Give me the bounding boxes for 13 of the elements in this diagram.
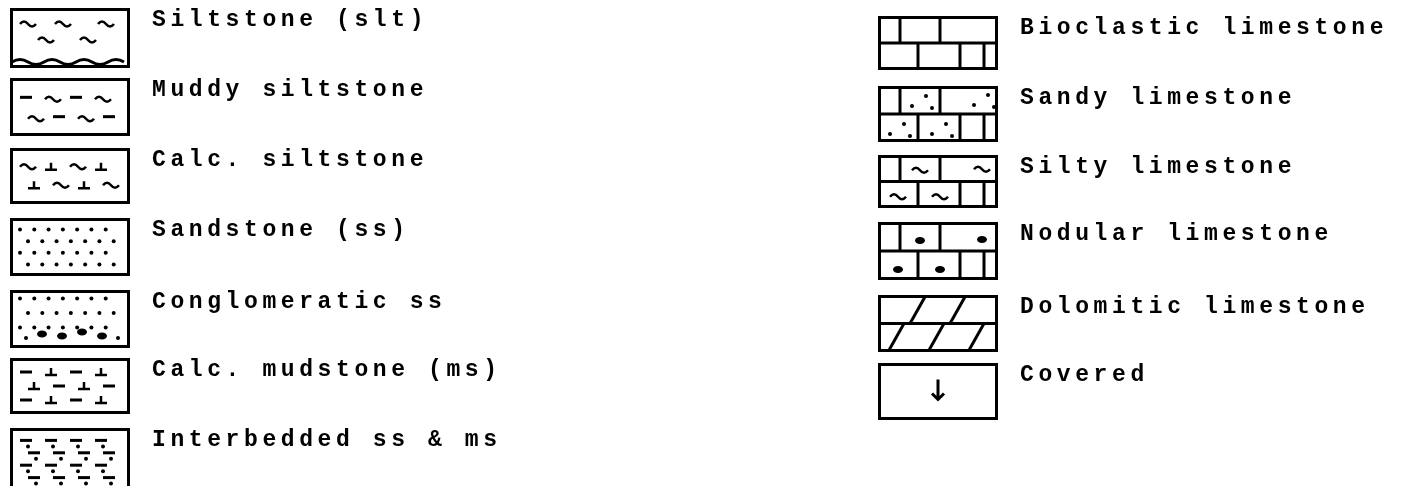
legend-label: Siltstone (slt) [152,6,429,34]
legend-label: Covered [1020,361,1149,389]
legend-label: Sandy limestone [1020,84,1297,112]
legend-label: Interbedded ss & ms [152,426,502,454]
legend-label: Calc. mudstone (ms) [152,356,502,384]
legend-label: Silty limestone [1020,153,1297,181]
legend-label: Conglomeratic ss [152,288,447,316]
legend-label: Calc. siltstone [152,146,429,174]
legend-label: Bioclastic limestone [1020,14,1389,42]
legend-label: Sandstone (ss) [152,216,410,244]
legend-label: Nodular limestone [1020,220,1333,248]
legend-label: Muddy siltstone [152,76,429,104]
legend-label: Dolomitic limestone [1020,293,1370,321]
